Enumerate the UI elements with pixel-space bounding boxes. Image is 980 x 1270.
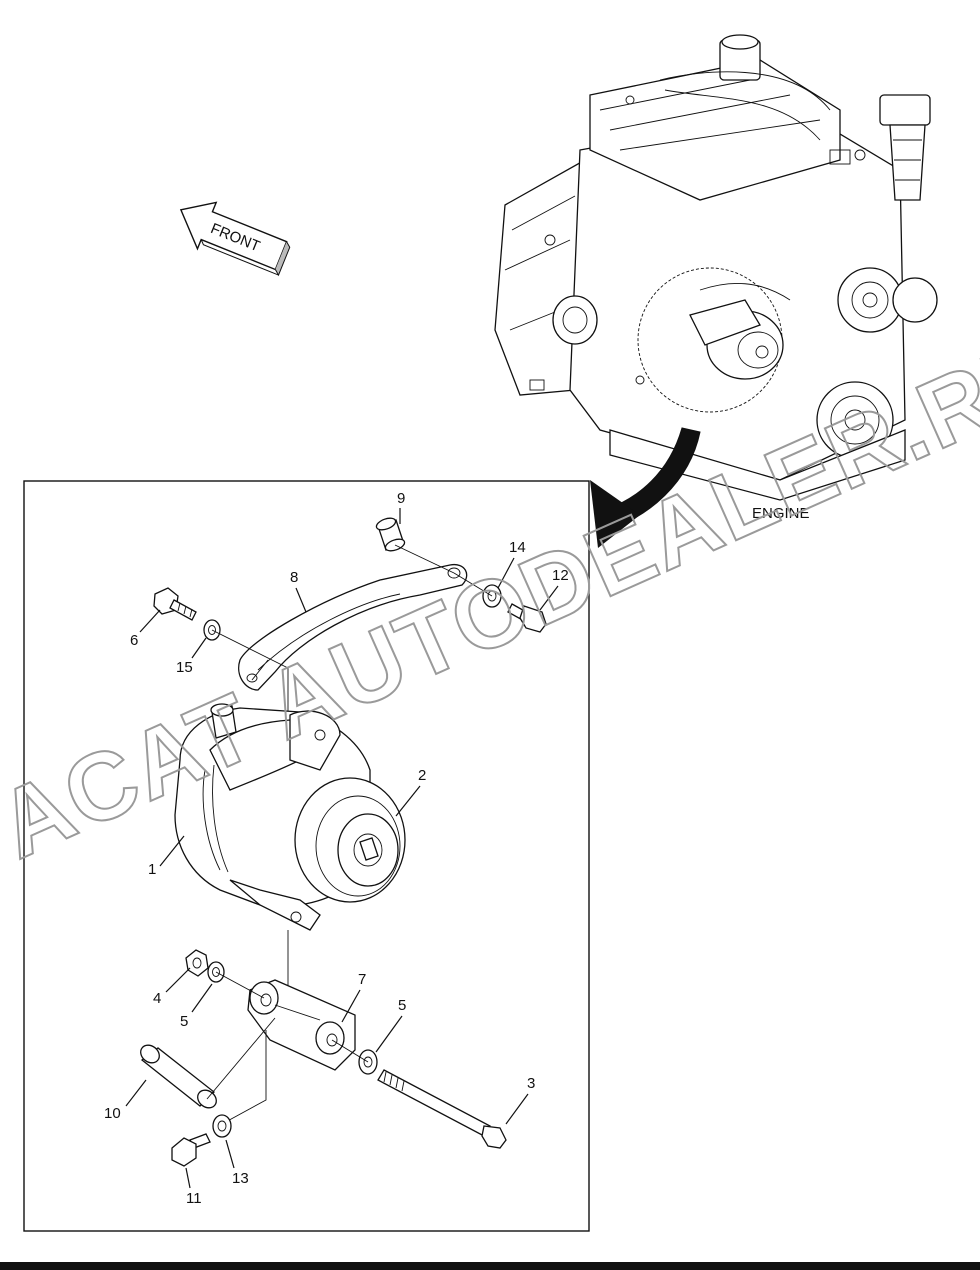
sleeve-10 (140, 1044, 217, 1109)
callout-4: 4 (153, 990, 161, 1007)
callout-8: 8 (290, 569, 298, 586)
nut-4 (185, 949, 209, 977)
callout-5a: 5 (180, 1013, 188, 1030)
callout-15: 15 (176, 659, 193, 676)
callout-9: 9 (397, 490, 405, 507)
bracket-7 (247, 979, 356, 1071)
spacer-9 (375, 517, 406, 552)
callout-14: 14 (509, 539, 526, 556)
bolt-12 (507, 603, 547, 633)
bolt-11 (171, 1133, 211, 1167)
engine-label: ENGINE (752, 505, 810, 522)
callout-2: 2 (418, 767, 426, 784)
bracket-8 (238, 563, 468, 691)
washer-13 (212, 1114, 232, 1138)
engine-illustration (494, 34, 938, 501)
callout-3: 3 (527, 1075, 535, 1092)
engine-alternator-detail (689, 282, 791, 380)
callout-6: 6 (130, 632, 138, 649)
callout-5b: 5 (398, 997, 406, 1014)
bottom-rule (0, 1262, 980, 1270)
front-arrow: FRONT (179, 201, 291, 277)
callout-13: 13 (232, 1170, 249, 1187)
bolt-6 (153, 587, 197, 621)
bolt-3 (377, 1069, 507, 1149)
callout-1: 1 (148, 861, 156, 878)
pulley-2 (294, 777, 406, 903)
detail-frame (23, 480, 590, 1232)
callout-7: 7 (358, 971, 366, 988)
zoom-arrow-head (590, 480, 640, 548)
callout-11: 11 (186, 1190, 202, 1207)
callouts: 9 14 12 8 6 15 2 1 7 4 5 5 10 (104, 490, 569, 1207)
callout-10: 10 (104, 1105, 121, 1122)
callout-12: 12 (552, 567, 569, 584)
